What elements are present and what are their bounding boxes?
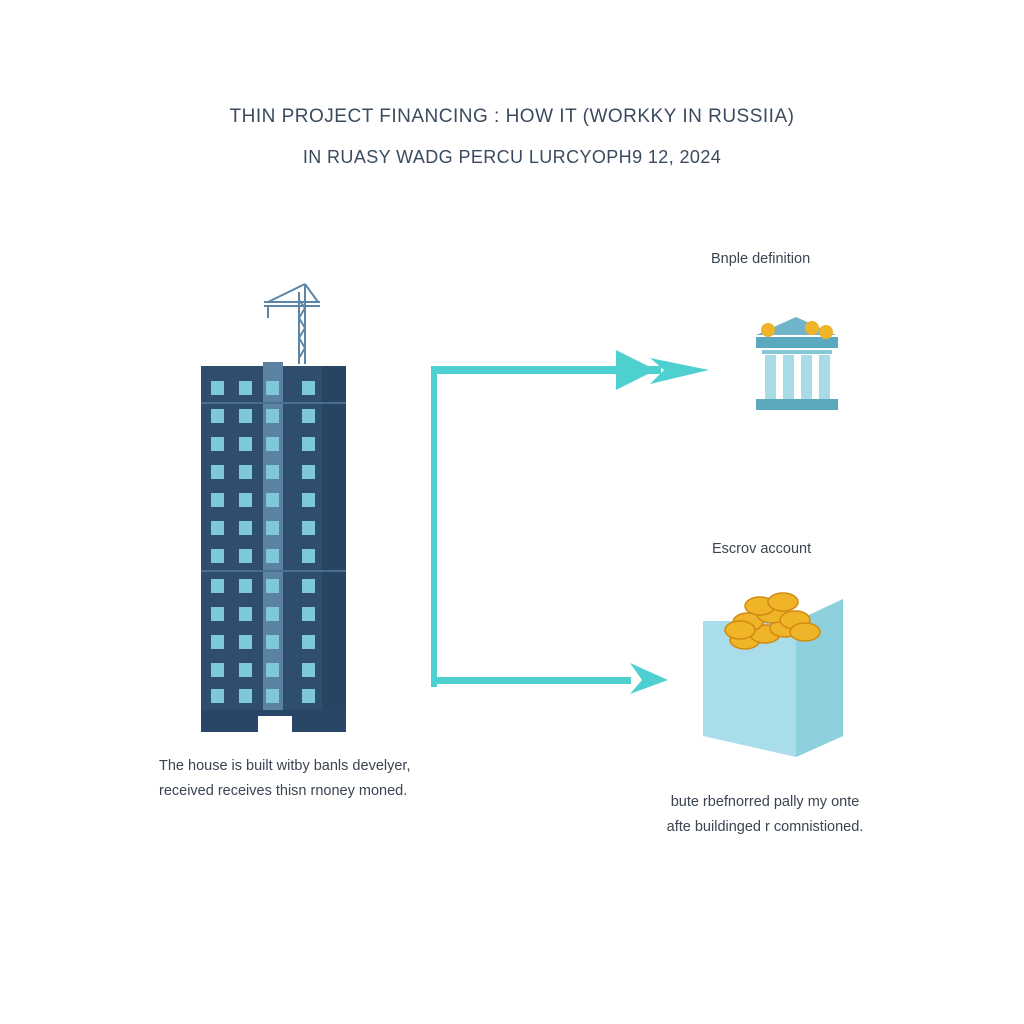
- building-window: [302, 663, 315, 677]
- building-window: [302, 635, 315, 649]
- arrow-head-bank: [650, 358, 709, 384]
- escrow-caption: bute rbefnorred pally my onte afte build…: [640, 790, 890, 840]
- building-window: [239, 521, 252, 535]
- building-window: [302, 549, 315, 563]
- building-window: [266, 437, 279, 451]
- building-window: [211, 549, 224, 563]
- building-caption-line2: received receives thisn rnoney moned.: [159, 783, 408, 799]
- building-window: [239, 663, 252, 677]
- diagram-title: THIN PROJECT FINANCING : HOW IT (WORKKY …: [229, 106, 795, 127]
- building-window: [302, 521, 315, 535]
- building-window: [239, 607, 252, 621]
- building-window: [266, 607, 279, 621]
- building-window: [302, 493, 315, 507]
- apartment-building-icon: [201, 362, 346, 734]
- building-window: [239, 493, 252, 507]
- building-window: [239, 437, 252, 451]
- building-window: [266, 381, 279, 395]
- building-window: [266, 465, 279, 479]
- building-window: [239, 549, 252, 563]
- coin-box-icon: [703, 592, 843, 757]
- building-window: [239, 381, 252, 395]
- building-window: [211, 521, 224, 535]
- building-window: [211, 607, 224, 621]
- arrow-head-escrow: [630, 663, 668, 694]
- bank-icon: [756, 317, 838, 410]
- building-caption: The house is built witby banls develyer,…: [159, 754, 469, 804]
- building-window: [211, 409, 224, 423]
- building-window: [266, 549, 279, 563]
- building-window: [266, 579, 279, 593]
- building-caption-line1: The house is built witby banls develyer,: [159, 758, 411, 774]
- building-window: [211, 493, 224, 507]
- building-window: [239, 579, 252, 593]
- building-window: [239, 689, 252, 703]
- arrow-to-bank-line: [431, 366, 661, 374]
- building-window: [266, 635, 279, 649]
- building-window: [302, 579, 315, 593]
- diagram-subtitle: IN RUASY WADG PERCU LURCYOPH9 12, 2024: [302, 147, 722, 167]
- arrow-head-mid: [616, 350, 656, 390]
- building-window: [266, 493, 279, 507]
- crane-icon: [264, 283, 320, 364]
- building-window: [239, 635, 252, 649]
- building-window: [266, 409, 279, 423]
- building-window: [302, 607, 315, 621]
- building-window: [302, 437, 315, 451]
- building-window: [239, 409, 252, 423]
- building-window: [239, 465, 252, 479]
- arrow-vertical-line: [431, 366, 437, 687]
- escrow-caption-line1: bute rbefnorred pally my onte: [670, 794, 860, 810]
- building-window: [211, 689, 224, 703]
- building-window: [302, 465, 315, 479]
- flow-arrows: [431, 350, 709, 694]
- building-window: [211, 437, 224, 451]
- escrow-label: Escrov account: [712, 541, 812, 557]
- building-window: [211, 663, 224, 677]
- arrow-to-escrow-line: [431, 677, 631, 684]
- escrow-caption-line2: afte buildinged r comnistioned.: [666, 819, 864, 835]
- building-window: [211, 381, 224, 395]
- building-window: [211, 465, 224, 479]
- building-window: [211, 579, 224, 593]
- building-window: [302, 409, 315, 423]
- coin: [767, 592, 799, 612]
- building-window: [211, 635, 224, 649]
- building-window: [302, 381, 315, 395]
- building-window: [266, 663, 279, 677]
- building-window: [266, 689, 279, 703]
- coin: [789, 622, 821, 642]
- building-window: [266, 521, 279, 535]
- bank-label: Bnple definition: [711, 251, 811, 267]
- building-window: [302, 689, 315, 703]
- coin: [724, 620, 756, 640]
